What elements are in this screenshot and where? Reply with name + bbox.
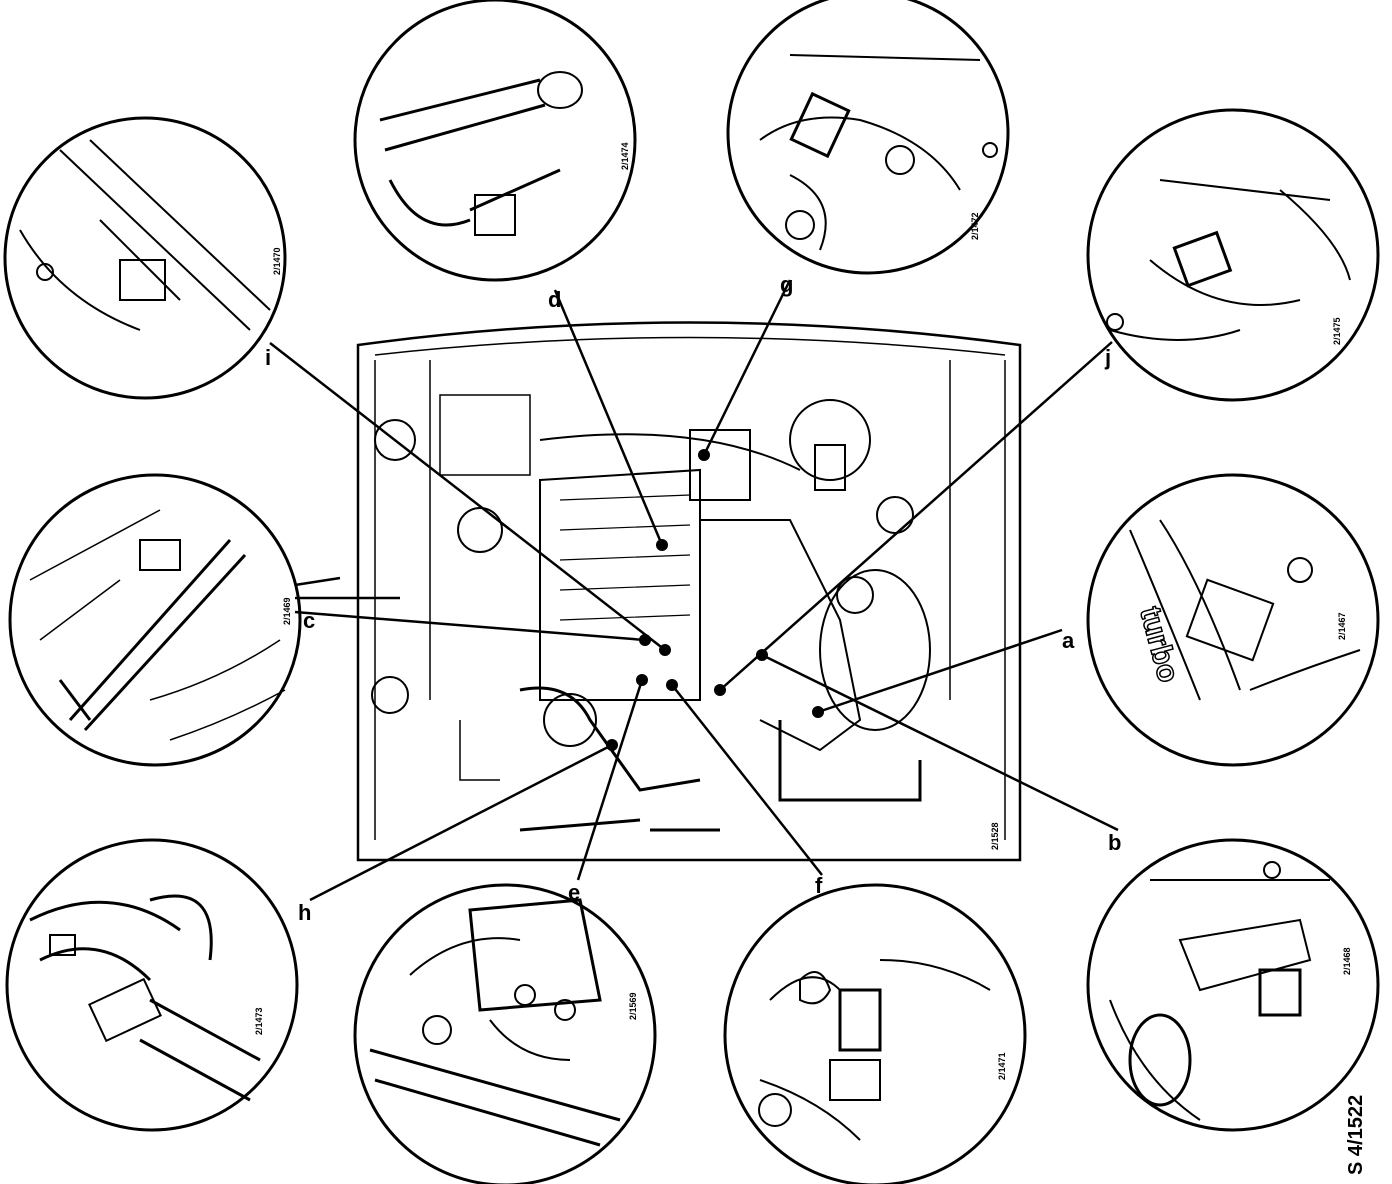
overview-ref: 2/1528: [990, 822, 1000, 850]
ref-d: 2/1474: [620, 142, 630, 170]
callout-a: turbo 2/1467 a: [1062, 473, 1380, 767]
figure-ref: S 4/1522: [1345, 1095, 1367, 1175]
ref-h: 2/1473: [254, 1007, 264, 1035]
label-i: i: [265, 345, 271, 370]
callout-j: 2/1475 j: [1086, 108, 1380, 402]
ref-b: 2/1468: [1342, 947, 1352, 975]
callout-i: 2/1470 i: [3, 116, 287, 400]
detail-circle: [723, 883, 1027, 1184]
label-f: f: [815, 873, 823, 898]
label-b: b: [1108, 830, 1121, 855]
detail-circle: [8, 473, 302, 767]
ref-g: 2/1472: [970, 212, 980, 240]
callout-f: 2/1471 f: [723, 873, 1027, 1184]
detail-circle: [353, 883, 657, 1184]
callout-b: 2/1468 b: [1086, 830, 1380, 1132]
leader-lines: [269, 279, 1119, 902]
ref-j: 2/1475: [1332, 317, 1342, 345]
detail-circle: [3, 116, 287, 400]
callout-h: 2/1473 h: [5, 838, 311, 1132]
label-c: c: [303, 608, 315, 633]
label-d: d: [548, 287, 561, 312]
ref-f: 2/1471: [997, 1052, 1007, 1080]
engine-bay-overview: [356, 321, 1022, 862]
ref-c: 2/1469: [282, 597, 292, 625]
detail-circle: [726, 0, 1010, 275]
callout-c: 2/1469 c: [8, 473, 315, 767]
detail-circle: [1086, 108, 1380, 402]
ref-a: 2/1467: [1337, 612, 1347, 640]
detail-circle: [5, 838, 299, 1132]
label-h: h: [298, 900, 311, 925]
label-j: j: [1104, 345, 1111, 370]
pointer-dots: [606, 449, 824, 751]
callout-d: 2/1474 d: [353, 0, 637, 312]
label-a: a: [1062, 628, 1075, 653]
callout-g: 2/1472 g: [726, 0, 1010, 297]
label-g: g: [780, 272, 793, 297]
callout-e: 2/1569 e: [353, 880, 657, 1184]
label-e: e: [568, 880, 580, 905]
ref-i: 2/1470: [272, 247, 282, 275]
ref-e: 2/1569: [628, 992, 638, 1020]
detail-circle: [1086, 838, 1380, 1132]
detail-circle: [353, 0, 637, 282]
detail-circle: [1086, 473, 1380, 767]
turbo-text: turbo: [1133, 603, 1185, 686]
